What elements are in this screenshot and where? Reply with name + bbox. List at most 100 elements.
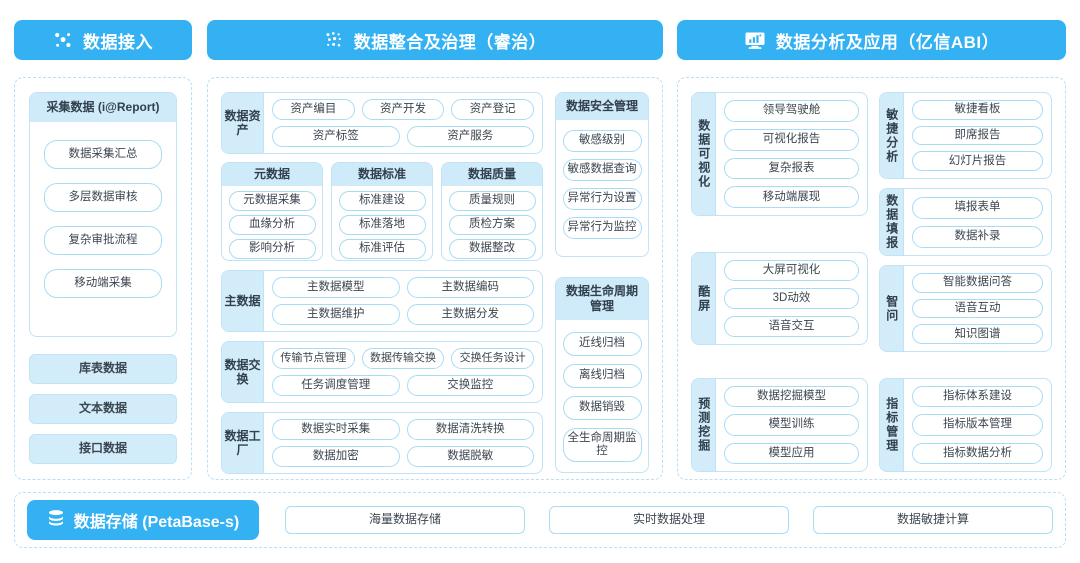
- group-label: 指标管理: [880, 379, 904, 471]
- group-master-data: 主数据 主数据模型 主数据编码 主数据维护 主数据分发: [221, 270, 543, 332]
- chip-asset-development[interactable]: 资产开发: [361, 99, 445, 120]
- dots-cluster-icon: [324, 30, 344, 50]
- chip-leader-cockpit[interactable]: 领导驾驶舱: [724, 100, 859, 122]
- chip-lineage-analysis[interactable]: 血缘分析: [228, 215, 316, 235]
- chip-mobile-collection[interactable]: 移动端采集: [44, 269, 162, 298]
- chip-sensitive-query[interactable]: 敏感数据查询: [562, 159, 642, 181]
- header-pill-data-ingest[interactable]: 数据接入: [14, 20, 192, 60]
- chip-large-screen-visualization[interactable]: 大屏可视化: [724, 260, 859, 281]
- chip-table-data[interactable]: 库表数据: [29, 354, 177, 384]
- chip-master-model[interactable]: 主数据模型: [272, 277, 400, 298]
- group-label: 预测挖掘: [692, 379, 716, 471]
- chip-asset-service[interactable]: 资产服务: [406, 126, 534, 147]
- chip-task-schedule-mgmt[interactable]: 任务调度管理: [272, 375, 400, 396]
- card-data-quality: 数据质量 质量规则 质检方案 数据整改: [441, 162, 543, 261]
- group-predictive-mining: 预测挖掘 数据挖掘模型 模型训练 模型应用: [691, 378, 868, 472]
- bottom-storage-title: 数据存储 (PetaBase-s): [73, 514, 240, 531]
- chip-indicator-system-build[interactable]: 指标体系建设: [912, 386, 1043, 408]
- chip-indicator-data-analysis[interactable]: 指标数据分析: [912, 442, 1043, 464]
- chip-exchange-monitor[interactable]: 交换监控: [406, 375, 534, 396]
- chip-data-cleansing[interactable]: 数据清洗转换: [406, 419, 534, 440]
- chip-smart-data-qa[interactable]: 智能数据问答: [912, 273, 1043, 293]
- card-caption: 元数据: [222, 163, 322, 186]
- chip-standard-implement[interactable]: 标准落地: [338, 215, 426, 235]
- chip-standard-build[interactable]: 标准建设: [338, 191, 426, 211]
- card-caption: 数据安全管理: [556, 93, 648, 120]
- card-caption: 数据标准: [332, 163, 432, 186]
- chip-adhoc-report[interactable]: 即席报告: [912, 125, 1043, 146]
- chip-offline-archive[interactable]: 离线归档: [562, 364, 642, 388]
- chip-transfer-node-mgmt[interactable]: 传输节点管理: [272, 348, 355, 369]
- chip-model-training[interactable]: 模型训练: [724, 414, 859, 436]
- group-smart-ask: 智问 智能数据问答 语音互动 知识图谱: [879, 265, 1052, 352]
- chip-knowledge-graph[interactable]: 知识图谱: [912, 324, 1043, 345]
- chip-data-collection-summary[interactable]: 数据采集汇总: [44, 140, 162, 169]
- card-caption: 数据质量: [442, 163, 542, 186]
- chip-slide-report[interactable]: 幻灯片报告: [912, 151, 1043, 172]
- chip-asset-tag[interactable]: 资产标签: [272, 126, 400, 147]
- chip-model-application[interactable]: 模型应用: [724, 442, 859, 464]
- chip-voice-interaction[interactable]: 语音交互: [724, 316, 859, 337]
- group-data-exchange: 数据交换 传输节点管理 数据传输交换 交换任务设计 任务调度管理 交换监控: [221, 341, 543, 403]
- nodes-icon: [53, 30, 73, 50]
- chip-impact-analysis[interactable]: 影响分析: [228, 239, 316, 259]
- group-label: 智问: [880, 266, 904, 351]
- chip-quality-rule[interactable]: 质量规则: [448, 191, 536, 211]
- card-data-standard: 数据标准 标准建设 标准落地 标准评估: [331, 162, 433, 261]
- chip-abnormal-behavior-config[interactable]: 异常行为设置: [562, 188, 642, 210]
- chip-exchange-task-design[interactable]: 交换任务设计: [451, 348, 535, 369]
- chip-data-transfer-exchange[interactable]: 数据传输交换: [361, 348, 445, 369]
- chip-3d-effects[interactable]: 3D动效: [724, 288, 859, 309]
- chip-data-rectify[interactable]: 数据整改: [448, 239, 536, 259]
- chip-text-data[interactable]: 文本数据: [29, 394, 177, 424]
- chip-filling-form[interactable]: 填报表单: [912, 196, 1043, 219]
- chip-mobile-presentation[interactable]: 移动端展现: [724, 186, 859, 208]
- chip-abnormal-behavior-monitor[interactable]: 异常行为监控: [562, 217, 642, 239]
- chip-master-code[interactable]: 主数据编码: [406, 277, 534, 298]
- bottom-storage-pill[interactable]: 数据存储 (PetaBase-s): [27, 500, 259, 540]
- card-collect-data: 采集数据 (i@Report) 数据采集汇总 多层数据审核 复杂审批流程 移动端…: [29, 92, 177, 337]
- chip-asset-catalog[interactable]: 资产编目: [272, 99, 355, 120]
- chip-quality-plan[interactable]: 质检方案: [448, 215, 536, 235]
- chip-data-supplement[interactable]: 数据补录: [912, 225, 1043, 248]
- chip-master-maintain[interactable]: 主数据维护: [272, 304, 400, 325]
- chip-voice-dialogue[interactable]: 语音互动: [912, 298, 1043, 319]
- chip-standard-assess[interactable]: 标准评估: [338, 239, 426, 259]
- group-data-visualization: 数据可视化 领导驾驶舱 可视化报告 复杂报表 移动端展现: [691, 92, 868, 216]
- chip-interface-data[interactable]: 接口数据: [29, 434, 177, 464]
- chip-agile-dashboard[interactable]: 敏捷看板: [912, 100, 1043, 120]
- header-pill-data-analytics[interactable]: 数据分析及应用（亿信ABI）: [677, 20, 1066, 60]
- chip-nearline-archive[interactable]: 近线归档: [562, 332, 642, 356]
- chip-massive-data-storage[interactable]: 海量数据存储: [285, 506, 525, 534]
- chip-metadata-collect[interactable]: 元数据采集: [228, 191, 316, 211]
- chip-multilayer-review[interactable]: 多层数据审核: [44, 183, 162, 212]
- group-label: 数据资产: [222, 93, 264, 153]
- header-title: 数据整合及治理（睿治）: [353, 32, 547, 52]
- chip-asset-registration[interactable]: 资产登记: [451, 99, 535, 120]
- chip-master-distribute[interactable]: 主数据分发: [406, 304, 534, 325]
- card-caption: 采集数据 (i@Report): [30, 93, 176, 122]
- group-label: 数据填报: [880, 189, 904, 255]
- monitor-chart-icon: [744, 30, 766, 50]
- chip-data-masking[interactable]: 数据脱敏: [406, 446, 534, 467]
- group-label: 数据交换: [222, 342, 264, 402]
- chip-complex-approval[interactable]: 复杂审批流程: [44, 226, 162, 255]
- chip-realtime-collection[interactable]: 数据实时采集: [272, 419, 400, 440]
- chip-complex-report[interactable]: 复杂报表: [724, 157, 859, 180]
- chip-full-lifecycle-monitor[interactable]: 全生命周期监控: [562, 428, 642, 462]
- chip-indicator-version-mgmt[interactable]: 指标版本管理: [912, 414, 1043, 436]
- chip-agile-data-computing[interactable]: 数据敏捷计算: [813, 506, 1053, 534]
- group-cool-screen: 酷屏 大屏可视化 3D动效 语音交互: [691, 252, 868, 345]
- bottom-storage-bar: 数据存储 (PetaBase-s) 海量数据存储 实时数据处理 数据敏捷计算: [14, 492, 1066, 548]
- header-title: 数据分析及应用（亿信ABI）: [775, 32, 1000, 52]
- group-indicator-management: 指标管理 指标体系建设 指标版本管理 指标数据分析: [879, 378, 1052, 472]
- chip-data-destruction[interactable]: 数据销毁: [562, 396, 642, 420]
- chip-sensitive-level[interactable]: 敏感级别: [562, 130, 642, 152]
- chip-data-encryption[interactable]: 数据加密: [272, 446, 400, 467]
- group-label: 主数据: [222, 271, 264, 331]
- chip-visual-report[interactable]: 可视化报告: [724, 128, 859, 151]
- chip-mining-model[interactable]: 数据挖掘模型: [724, 386, 859, 408]
- chip-realtime-data-processing[interactable]: 实时数据处理: [549, 506, 789, 534]
- header-pill-data-governance[interactable]: 数据整合及治理（睿治）: [207, 20, 663, 60]
- database-icon: [47, 509, 65, 532]
